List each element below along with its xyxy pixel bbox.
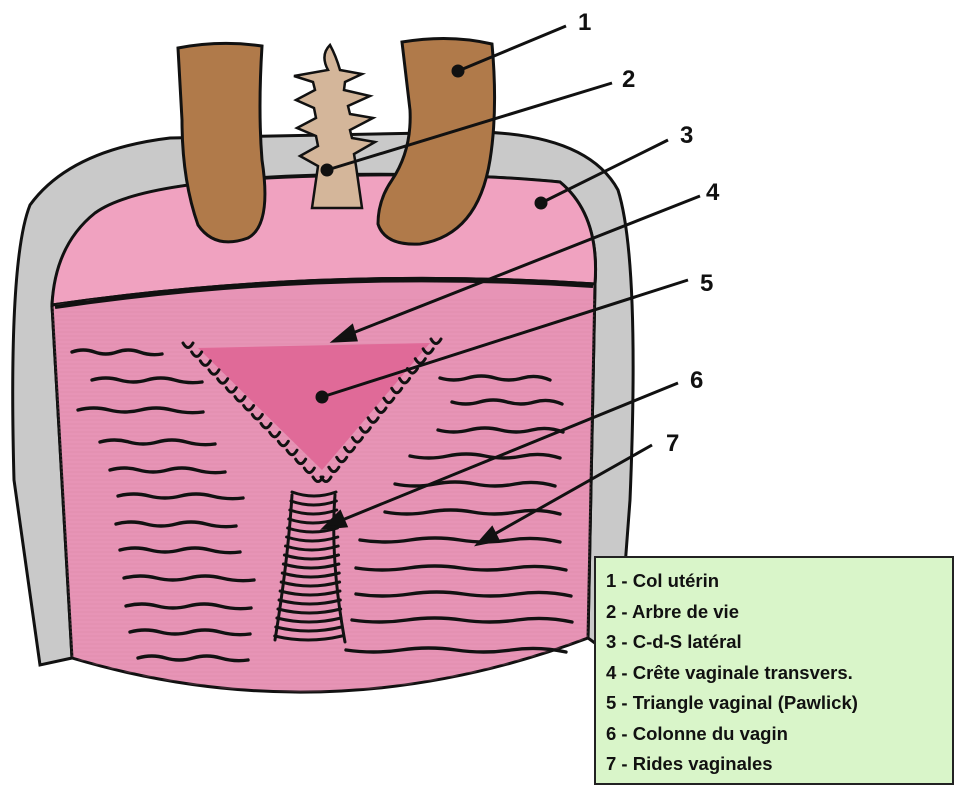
legend-item-col-uterin: 1 - Col utérin <box>606 566 952 597</box>
legend-item-rides-vaginales: 7 - Rides vaginales <box>606 749 952 780</box>
legend-item-crete-vaginale: 4 - Crête vaginale transvers. <box>606 658 952 689</box>
callout-5: 5 <box>700 270 713 297</box>
legend-item-cds-lateral: 3 - C-d-S latéral <box>606 627 952 658</box>
callout-1: 1 <box>578 9 591 36</box>
leader-dot-2 <box>322 165 332 175</box>
leader-dot-5 <box>317 392 327 402</box>
callout-6: 6 <box>690 367 703 394</box>
legend-box: 1 - Col utérin 2 - Arbre de vie 3 - C-d-… <box>594 556 954 785</box>
callout-4: 4 <box>706 179 720 206</box>
callout-7: 7 <box>666 430 679 457</box>
legend-item-arbre-de-vie: 2 - Arbre de vie <box>606 597 952 628</box>
callout-3: 3 <box>680 122 693 149</box>
callout-2: 2 <box>622 66 635 93</box>
legend-item-triangle-vaginal: 5 - Triangle vaginal (Pawlick) <box>606 688 952 719</box>
legend-item-colonne-du-vagin: 6 - Colonne du vagin <box>606 719 952 750</box>
leader-dot-3 <box>536 198 546 208</box>
leader-dot-1 <box>453 66 463 76</box>
